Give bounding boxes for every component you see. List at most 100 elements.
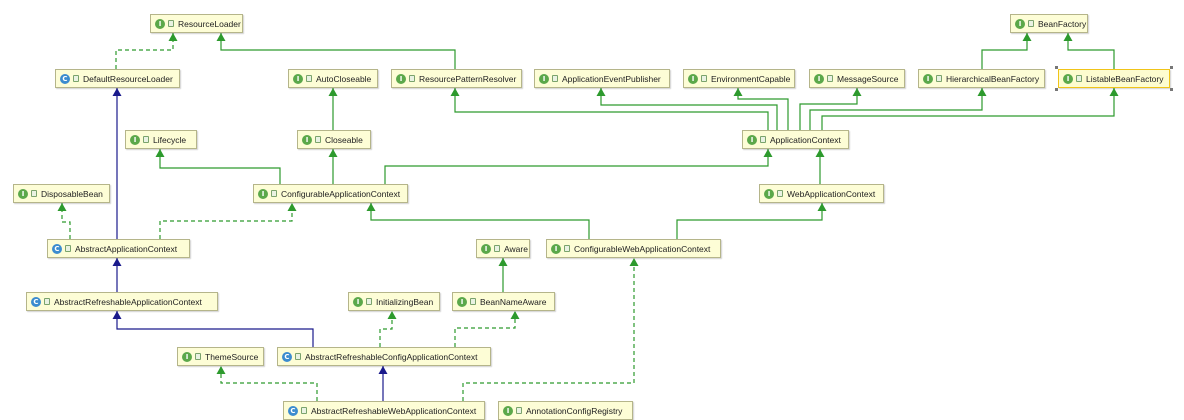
edge-line (220, 33, 456, 69)
arrowhead-icon (1022, 33, 1032, 41)
node-label: AnnotationConfigRegistry (526, 405, 623, 416)
arrowhead-icon (378, 366, 388, 374)
edge-ConfigurableApplicationContext-to-Closeable (328, 149, 338, 184)
lock-icon (552, 75, 558, 82)
uml-node-abstract-application-context[interactable]: C AbstractApplicationContext (47, 239, 190, 258)
interface-badge-icon: I (1015, 18, 1025, 29)
edge-AbstractApplicationContext-to-ConfigurableApplicationContext (159, 203, 297, 239)
edge-ApplicationContext-to-MessageSource (799, 88, 862, 130)
arrowhead-icon (112, 88, 122, 96)
arrowhead-icon (287, 203, 297, 211)
arrowhead-icon (216, 366, 226, 374)
lock-icon (1028, 20, 1034, 27)
node-label: DefaultResourceLoader (83, 73, 173, 84)
edge-line (799, 88, 858, 130)
edge-line (809, 88, 983, 130)
lock-icon (306, 75, 312, 82)
node-label: BeanNameAware (480, 296, 547, 307)
lock-icon (409, 75, 415, 82)
arrowhead-icon (1109, 88, 1119, 96)
edge-line (600, 88, 778, 130)
edge-line (454, 311, 516, 347)
selection-handle[interactable] (1170, 66, 1173, 69)
edge-line (1067, 33, 1115, 69)
lock-icon (271, 190, 277, 197)
edge-ConfigurableWebApplicationContext-to-ConfigurableApplicationContext (366, 203, 590, 239)
node-label: AbstractApplicationContext (75, 243, 178, 254)
arrowhead-icon (328, 149, 338, 157)
class-badge-icon: C (52, 243, 62, 254)
edge-ConfigurableApplicationContext-to-ApplicationContext (384, 149, 773, 184)
edge-ApplicationContext-to-EnvironmentCapable (733, 88, 789, 130)
edge-line (454, 88, 769, 130)
arrowhead-icon (815, 149, 825, 157)
arrowhead-icon (216, 33, 226, 41)
lock-icon (315, 136, 321, 143)
edge-AbstractRefreshableApplicationContext-to-AbstractApplicationContext (112, 258, 122, 292)
arrowhead-icon (733, 88, 743, 96)
edge-line (159, 203, 293, 239)
edge-AbstractRefreshableConfigApplicationContext-to-BeanNameAware (454, 311, 520, 347)
lock-icon (1076, 75, 1082, 82)
selection-handle[interactable] (1055, 88, 1058, 91)
edge-line (61, 203, 71, 239)
interface-badge-icon: I (155, 18, 165, 29)
arrowhead-icon (112, 311, 122, 319)
arrowhead-icon (112, 258, 122, 266)
edge-ApplicationContext-to-ResourcePatternResolver (450, 88, 769, 130)
node-label: ResourcePatternResolver (419, 73, 517, 84)
edge-line (220, 366, 318, 401)
edge-line (676, 203, 823, 239)
uml-node-resource-loader[interactable]: I ResourceLoader (150, 14, 243, 33)
lock-icon (701, 75, 707, 82)
node-label: Aware (504, 243, 528, 254)
node-label: ResourceLoader (178, 18, 241, 29)
interface-badge-icon: I (182, 351, 192, 362)
edge-ListableBeanFactory-to-BeanFactory (1063, 33, 1115, 69)
edge-ConfigurableApplicationContext-to-Lifecycle (155, 149, 281, 184)
node-label: MessageSource (837, 73, 899, 84)
lock-icon (168, 20, 174, 27)
interface-badge-icon: I (130, 134, 140, 145)
uml-node-aware[interactable]: I Aware (476, 239, 530, 258)
edge-line (821, 88, 1115, 130)
interface-badge-icon: I (814, 73, 824, 84)
lock-icon (143, 136, 149, 143)
selection-handle[interactable] (1055, 66, 1058, 69)
interface-badge-icon: I (539, 73, 549, 84)
arrowhead-icon (1063, 33, 1073, 41)
uml-node-message-source[interactable]: I MessageSource (809, 69, 905, 88)
selection-handle[interactable] (1170, 88, 1173, 91)
lock-icon (301, 407, 307, 414)
arrowhead-icon (817, 203, 827, 211)
interface-badge-icon: I (481, 243, 491, 254)
node-label: ListableBeanFactory (1086, 73, 1164, 84)
edge-AbstractRefreshableWebApplicationContext-to-ConfigurableWebApplicationContext (462, 258, 639, 401)
interface-badge-icon: I (18, 188, 28, 199)
node-label: ConfigurableWebApplicationContext (574, 243, 711, 254)
edge-ResourcePatternResolver-to-ResourceLoader (216, 33, 456, 69)
lock-icon (65, 245, 71, 252)
